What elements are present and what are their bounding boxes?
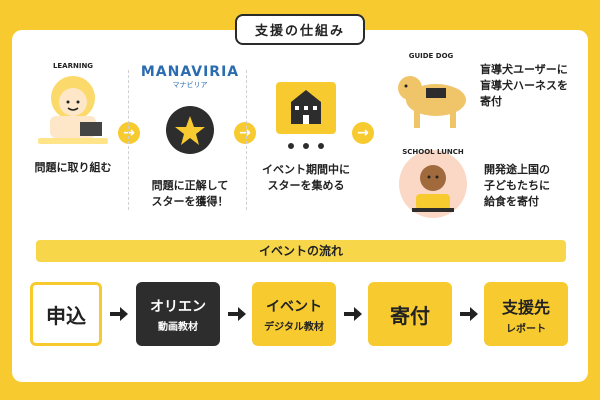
page-title: 支援の仕組み [234, 14, 366, 45]
flow-step-event: イベント デジタル教材 [252, 282, 336, 346]
step-learning: LEARNING 問題に取り組む [28, 56, 118, 176]
manaviria-logo: MANAVIRIA [140, 64, 240, 80]
arrow-right-icon [228, 307, 246, 321]
school-icon [276, 82, 336, 149]
arrow-right-icon [110, 307, 128, 321]
flow-step-sub: デジタル教材 [264, 321, 324, 333]
flow-step-report: 支援先 レポート [484, 282, 568, 346]
flow-step-orientation: オリエン 動画教材 [136, 282, 220, 346]
learning-label: LEARNING [53, 62, 93, 70]
manaviria-logo-sub: マナビリア [172, 81, 208, 89]
step-star-caption: 問題に正解して スターを獲得！ [151, 179, 229, 208]
flow-step-sub: レポート [506, 323, 546, 335]
school-lunch-label: SCHOOL LUNCH [402, 148, 464, 156]
flow-step-label: 支援先 [501, 297, 550, 317]
flow-step-label: 申込 [46, 303, 86, 328]
flow-step-apply: 申込 [30, 282, 102, 346]
flow-step-label: イベント [266, 298, 322, 315]
step-learning-caption: 問題に取り組む [34, 161, 112, 174]
guide-dog-caption: 盲導犬ユーザーに 盲導犬ハーネスを 寄付 [480, 63, 568, 108]
learning-girl-illustration: LEARNING [38, 62, 108, 144]
school-lunch-caption: 開発途上国の 子どもたちに 給食を寄付 [484, 163, 550, 208]
flow-step-label: 寄付 [390, 303, 430, 328]
guide-dog-label: GUIDE DOG [409, 52, 454, 60]
school-lunch-illustration: SCHOOL LUNCH [392, 140, 474, 222]
divider [128, 70, 129, 210]
flow-step-label: オリエン [150, 298, 206, 315]
arrow-right-icon: → [352, 122, 374, 144]
flow-step-sub: 動画教材 [158, 321, 198, 333]
step-star: MANAVIRIA マナビリア 問題に正解して スターを獲得！ [140, 64, 240, 210]
divider [246, 70, 247, 210]
flow-step-donation: 寄付 [368, 282, 452, 346]
step-school: イベント期間中に スターを集める [256, 72, 356, 194]
arrow-right-icon: → [118, 122, 140, 144]
star-icon [166, 106, 214, 154]
flow-title: イベントの流れ [36, 240, 566, 262]
arrow-right-icon [344, 307, 362, 321]
guide-dog-illustration: GUIDE DOG [386, 48, 476, 134]
arrow-right-icon: → [234, 122, 256, 144]
arrow-right-icon [460, 307, 478, 321]
step-school-caption: イベント期間中に スターを集める [262, 163, 350, 192]
